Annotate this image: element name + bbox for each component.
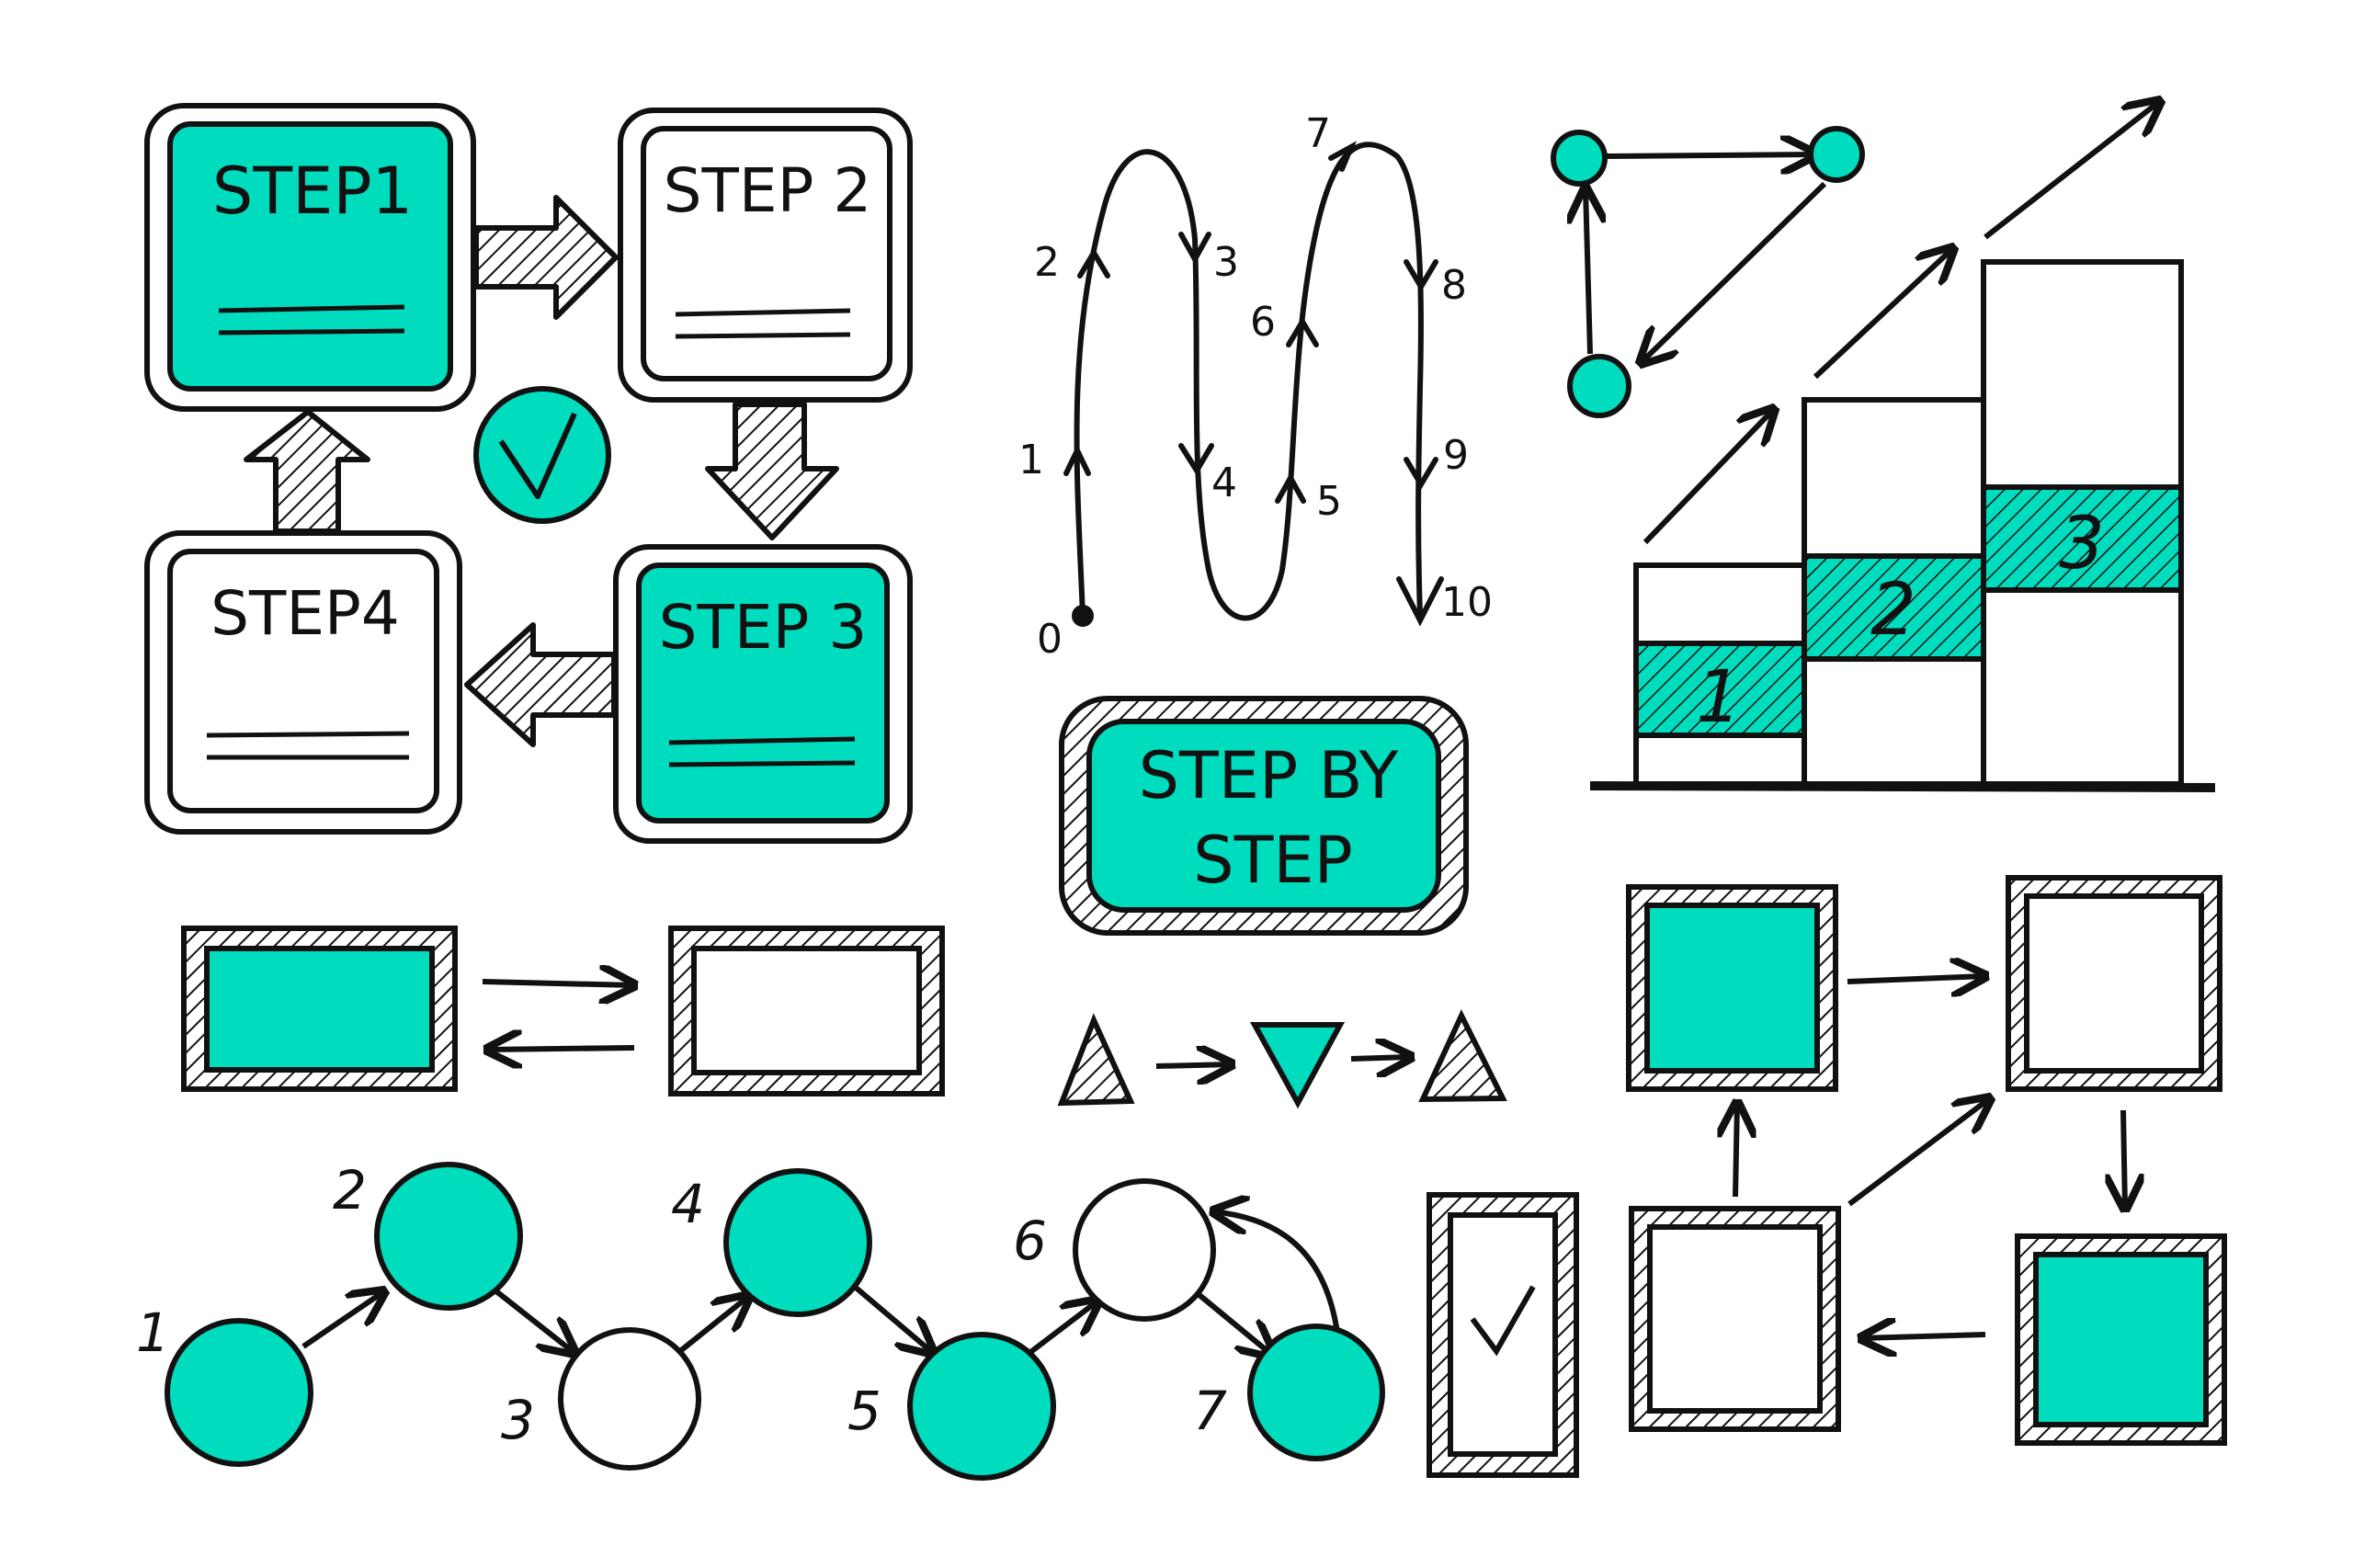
arrow-step3-to-step4 [464,622,617,747]
square-flow [1427,875,2227,1478]
stair-label-2: 2 [1870,569,1916,652]
step-by-step-badge [1059,696,1469,936]
chain-node-6 [1073,1178,1216,1322]
zigzag-label-2: 2 [1034,239,1060,286]
staircase-chart [1589,101,2216,792]
chain-label-3: 3 [501,1389,535,1451]
step-cycle [144,103,913,844]
step-1-label: STEP1 [212,153,413,229]
stair-level-2 [1802,553,1986,662]
network-node [1567,354,1631,418]
check-card [1427,1192,1579,1478]
chain-label-2: 2 [333,1159,367,1221]
stair-label-1: 1 [1696,656,1742,739]
step-2-box [618,108,913,403]
checkmark-icon [1470,1285,1536,1357]
chain-label-4: 4 [671,1173,705,1235]
chain-node-5 [907,1332,1056,1481]
zigzag-label-3: 3 [1213,239,1239,286]
badge-line-2: STEP [1193,823,1353,898]
badge-line-1: STEP BY [1139,738,1399,813]
zigzag-label-5: 5 [1316,478,1342,525]
stair-level-3 [1981,484,2184,593]
network-node [1808,126,1865,183]
stair-label-3: 3 [2059,503,2105,585]
triangle-sequence [1057,1009,1507,1109]
chain-label-6: 6 [1013,1210,1047,1272]
checkmark-icon [473,386,611,524]
up-triangle-icon [1418,1009,1507,1103]
arrow-step2-to-step3 [705,402,839,540]
node-chain [165,1162,1385,1481]
up-triangle-icon [1057,1013,1135,1107]
zigzag-label-1: 1 [1018,437,1044,483]
step-4-box [144,530,462,835]
chain-node-4 [723,1168,872,1317]
step-2-label: STEP 2 [664,155,872,226]
zigzag-label-7: 7 [1305,110,1331,157]
zigzag-label-0: 0 [1037,616,1063,663]
three-node-network [1551,126,1865,418]
network-node [1551,130,1608,187]
down-triangle-icon [1249,1022,1346,1109]
step-4-label: STEP4 [210,578,400,649]
chain-node-7 [1247,1324,1385,1461]
zigzag-label-4: 4 [1211,460,1237,506]
zigzag-path [1063,141,1444,627]
zigzag-label-8: 8 [1441,262,1467,309]
chain-node-1 [165,1318,313,1467]
step-3-box [613,544,913,844]
two-way-rectangles [181,926,945,1096]
zigzag-label-9: 9 [1443,432,1469,479]
chain-label-5: 5 [847,1380,881,1442]
chain-label-7: 7 [1193,1380,1227,1442]
stair-level-1 [1633,641,1807,738]
zigzag-label-6: 6 [1250,299,1276,346]
arrow-step4-to-step1 [244,409,370,534]
step-3-label: STEP 3 [659,592,868,663]
step-1-box [144,103,476,412]
chain-node-2 [374,1162,523,1311]
chain-node-3 [558,1327,701,1471]
zigzag-label-10: 10 [1441,579,1493,626]
chain-label-1: 1 [136,1301,170,1364]
arrow-step1-to-step2 [473,195,619,320]
